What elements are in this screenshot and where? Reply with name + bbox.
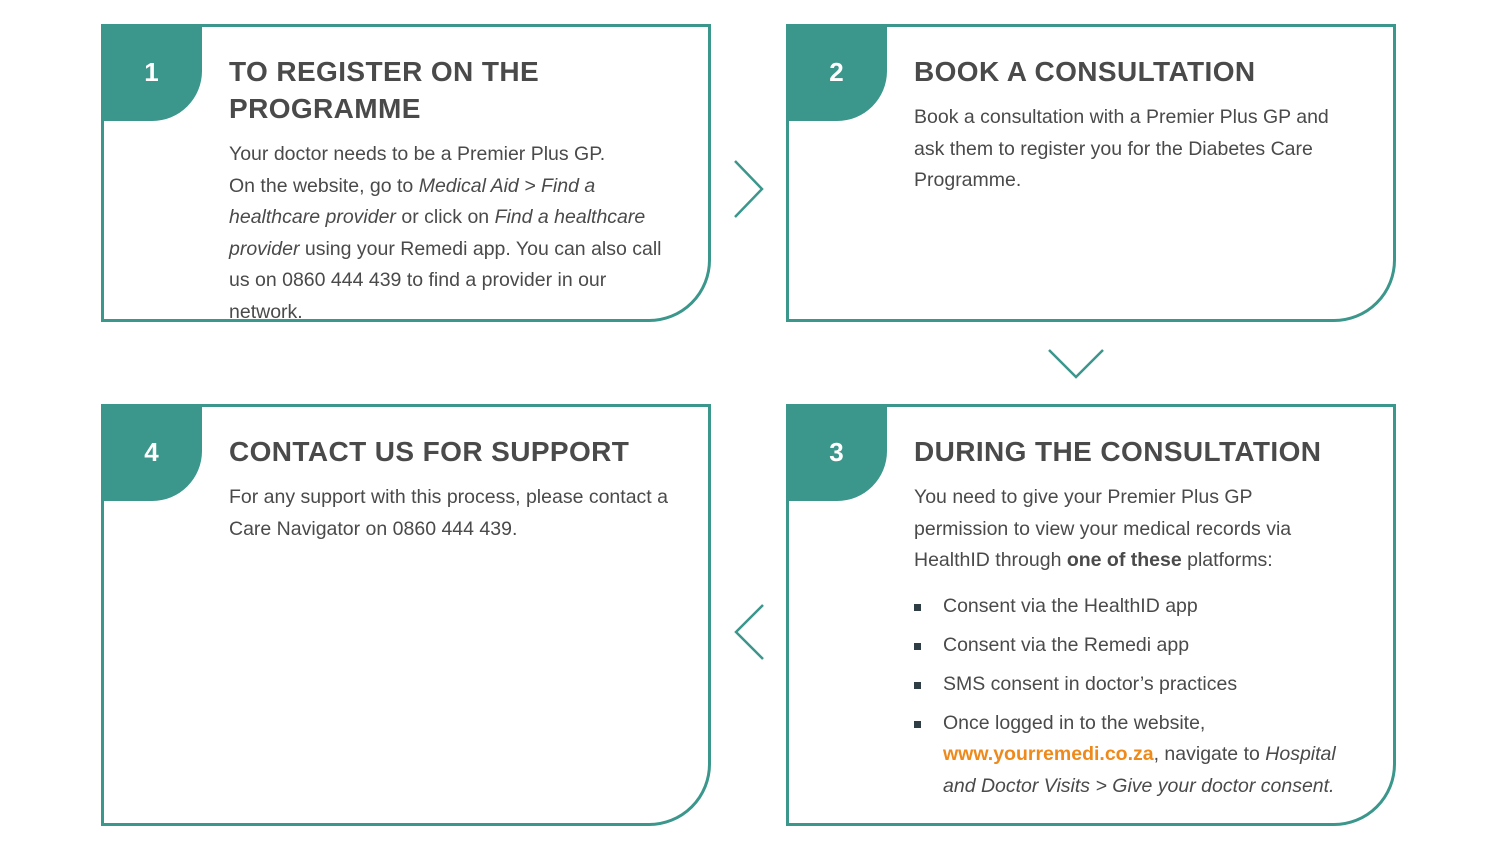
chevron-right-icon <box>732 158 766 220</box>
bullet-square-icon <box>914 681 921 689</box>
step-description: Your doctor needs to be a Premier Plus G… <box>229 143 662 323</box>
step-content: BOOK A CONSULTATION Book a consultation … <box>914 53 1367 197</box>
chevron-down-icon <box>1046 347 1106 381</box>
chevron-left-icon <box>732 602 766 662</box>
step-content: TO REGISTER ON THE PROGRAMME Your doctor… <box>229 53 682 328</box>
step-title: TO REGISTER ON THE PROGRAMME <box>229 56 540 124</box>
bullet-square-icon <box>914 642 921 650</box>
step-number-badge: 2 <box>786 24 887 121</box>
list-item: Consent via the HealthID app <box>914 591 1367 623</box>
step-content: DURING THE CONSULTATION You need to give… <box>914 433 1367 810</box>
step-number-badge: 4 <box>101 404 202 501</box>
step-card-3: 3 DURING THE CONSULTATION You need to gi… <box>786 404 1396 826</box>
website-link[interactable]: www.yourremedi.co.za <box>943 743 1154 765</box>
step-title: DURING THE CONSULTATION <box>914 436 1322 467</box>
list-item: SMS consent in doctor’s practices <box>914 669 1367 701</box>
step-content: CONTACT US FOR SUPPORT For any support w… <box>229 433 682 545</box>
bullet-square-icon <box>914 720 921 728</box>
step-title: BOOK A CONSULTATION <box>914 56 1256 87</box>
step-card-2: 2 BOOK A CONSULTATION Book a consultatio… <box>786 24 1396 322</box>
step-title: CONTACT US FOR SUPPORT <box>229 436 630 467</box>
step-card-1: 1 TO REGISTER ON THE PROGRAMME Your doct… <box>101 24 711 323</box>
list-item: Consent via the Remedi app <box>914 630 1367 662</box>
bullet-square-icon <box>914 603 921 611</box>
step-card-4: 4 CONTACT US FOR SUPPORT For any support… <box>101 404 711 826</box>
step-description: Book a consultation with a Premier Plus … <box>914 106 1329 191</box>
consent-options-list: Consent via the HealthID app Consent via… <box>914 591 1367 803</box>
step-number-badge: 1 <box>101 24 202 121</box>
step-number-badge: 3 <box>786 404 887 501</box>
step-description: You need to give your Premier Plus GP pe… <box>914 486 1292 571</box>
step-description: For any support with this process, pleas… <box>229 486 668 540</box>
list-item: Once logged in to the website,www.yourre… <box>914 708 1367 803</box>
